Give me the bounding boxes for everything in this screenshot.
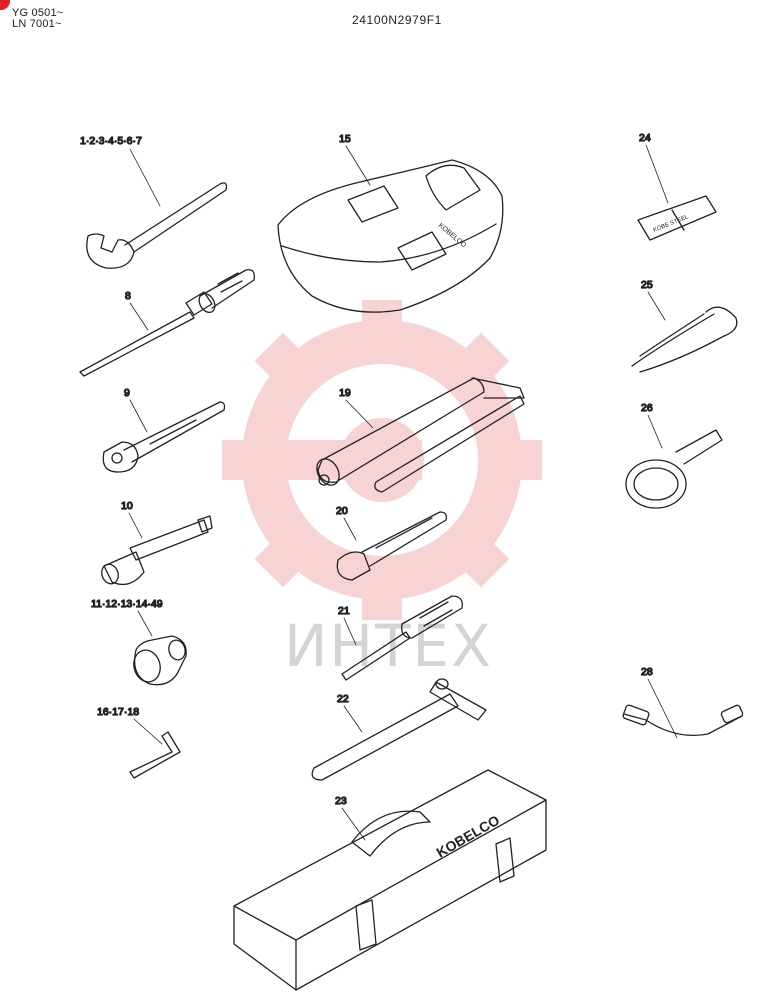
gear-arrow — [232, 440, 422, 480]
serial-range-2: LN 7001~ — [12, 18, 62, 30]
case-brand: KOBELCO — [434, 812, 503, 861]
ratchet-handle — [102, 401, 226, 473]
callout-25: 25 — [641, 279, 653, 291]
extension-bar — [101, 515, 213, 586]
callout-8: 8 — [125, 290, 131, 302]
socket-wrench — [133, 635, 187, 686]
callout-1-7: 1·2·3·4·5·6·7 — [80, 135, 142, 147]
callout-28: 28 — [641, 666, 653, 678]
callout-9: 9 — [124, 387, 130, 399]
callout-23: 23 — [335, 795, 347, 807]
tool-box: KOBELCO — [233, 769, 547, 991]
callout-24: 24 — [639, 132, 651, 144]
sheath: KOBE STEEL — [637, 195, 717, 241]
filter-wrench — [625, 429, 723, 509]
watermark-text: ИНТЕХ — [284, 612, 493, 680]
screwdriver-large — [341, 595, 463, 681]
callout-20: 20 — [336, 505, 348, 517]
callout-22: 22 — [337, 693, 349, 705]
serial-range-1: YG 0501~ — [12, 7, 64, 19]
corner-mark — [0, 0, 10, 10]
grease-gun — [316, 377, 525, 493]
callout-16-18: 16·17·18 — [97, 706, 139, 718]
screwdriver-small — [79, 269, 255, 377]
hex-key — [129, 731, 181, 779]
callout-10: 10 — [121, 500, 133, 512]
callout-15: 15 — [339, 133, 351, 145]
adjustable-wrench — [336, 511, 448, 581]
leader-lines — [128, 144, 678, 841]
grease-hose — [622, 704, 744, 737]
tool-bag: KOBELCO — [277, 159, 504, 313]
callout-26: 26 — [641, 402, 653, 414]
callout-11-49: 11·12·13·14·49 — [91, 598, 163, 610]
drawing-number: 24100N2979F1 — [352, 13, 442, 27]
t-handle-bar — [311, 678, 487, 781]
callout-21: 21 — [338, 605, 350, 617]
spanner-wrench — [86, 182, 228, 269]
pliers — [631, 306, 738, 373]
callout-19: 19 — [339, 387, 351, 399]
